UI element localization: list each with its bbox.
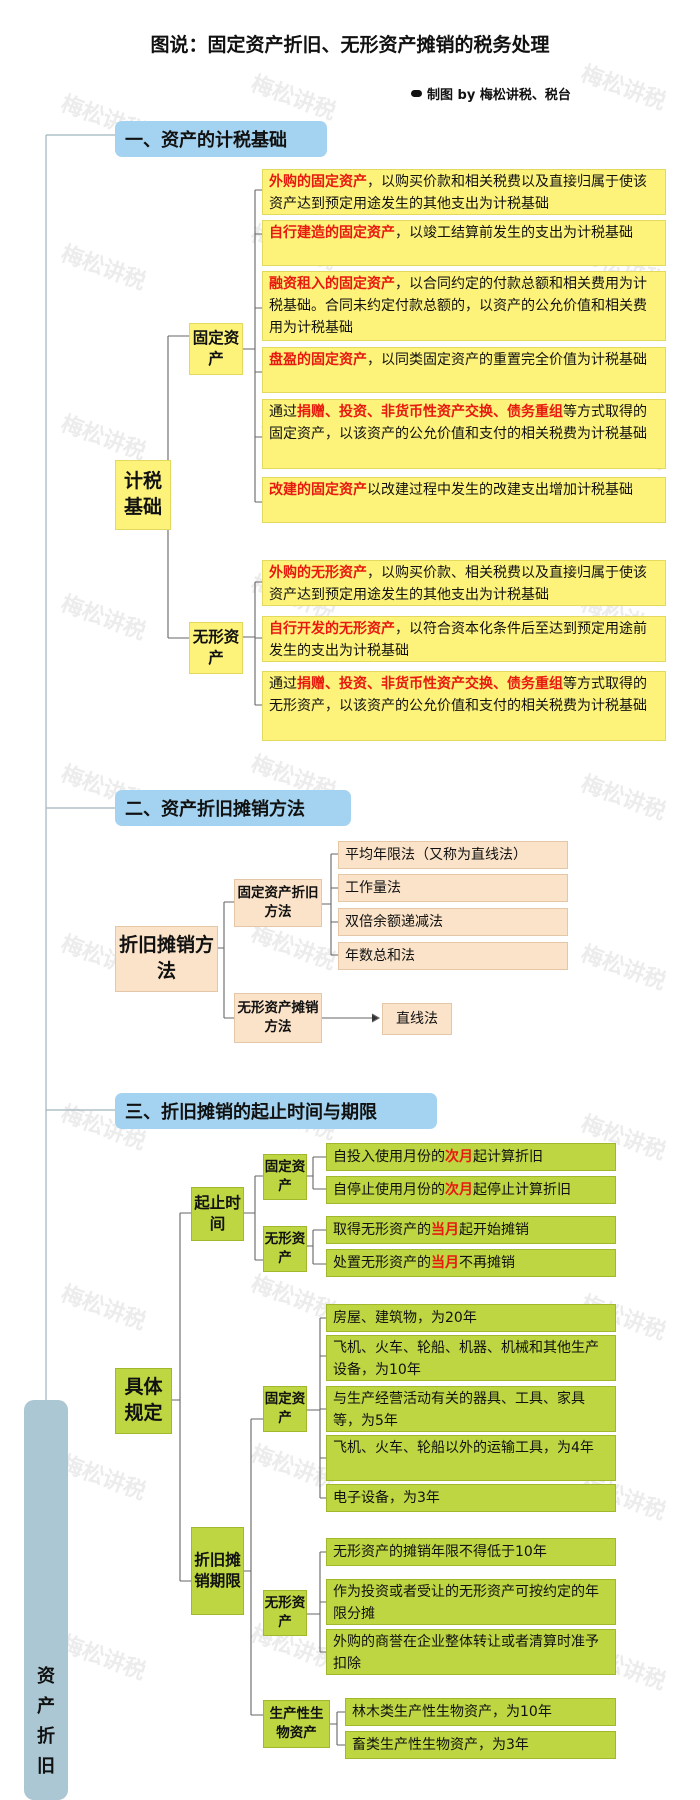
leaf-period-fixed-2: 飞机、火车、轮船、机器、机械和其他生产设备，为10年	[326, 1335, 616, 1381]
leaf-period-intangible-1: 无形资产的摊销年限不得低于10年	[326, 1538, 616, 1566]
vertical-label-text: 资产折旧	[24, 1400, 68, 1782]
node-fixed-depreciation-methods: 固定资产折旧方法	[234, 879, 322, 927]
node-fixed-assets: 固定资产	[189, 323, 243, 375]
node-specific-rules: 具体规定	[115, 1368, 172, 1434]
node-tax-basis: 计税基础	[115, 460, 171, 530]
leaf-period-bio-2: 畜类生产性生物资产，为3年	[345, 1731, 616, 1759]
node-depreciation-period: 折旧摊销期限	[191, 1527, 244, 1615]
leaf-period-intangible-2: 作为投资或者受让的无形资产可按约定的年限分摊	[326, 1579, 616, 1625]
node-time-fixed-assets: 固定资产	[263, 1154, 307, 1200]
leaf-period-fixed-5: 电子设备，为3年	[326, 1484, 616, 1512]
method-straight-line: 直线法	[382, 1003, 452, 1035]
node-depreciation-methods: 折旧摊销方法	[115, 926, 218, 992]
leaf-period-fixed-3: 与生产经营活动有关的器具、工具、家具等，为5年	[326, 1386, 616, 1432]
leaf-period-intangible-3: 外购的商誉在企业整体转让或者清算时准予扣除	[326, 1629, 616, 1675]
section-header-2: 二、资产折旧摊销方法	[115, 790, 351, 826]
method-straight-line-average: 平均年限法（又称为直线法）	[338, 841, 568, 869]
leaf-period-fixed-4: 飞机、火车、轮船以外的运输工具，为4年	[326, 1435, 616, 1481]
leaf-intangible-basis-3: 通过捐赠、投资、非货币性资产交换、债务重组等方式取得的无形资产，以该资产的公允价…	[262, 671, 666, 741]
leaf-fixed-basis-2: 自行建造的固定资产，以竣工结算前发生的支出为计税基础	[262, 220, 666, 266]
node-period-intangible-assets: 无形资产	[263, 1590, 307, 1636]
leaf-time-fixed-2: 自停止使用月份的次月起停止计算折旧	[326, 1176, 616, 1204]
node-time-intangible-assets: 无形资产	[263, 1226, 307, 1272]
vertical-label-char: 产	[37, 1696, 55, 1717]
credit-text: 制图 by 梅松讲税、税台	[427, 88, 571, 103]
leaf-time-intangible-2: 处置无形资产的当月不再摊销	[326, 1249, 616, 1277]
leaf-period-bio-1: 林木类生产性生物资产，为10年	[345, 1698, 616, 1726]
node-intangible-amortization-methods: 无形资产摊销方法	[234, 993, 322, 1043]
vertical-label-char: 旧	[37, 1756, 55, 1777]
method-double-declining: 双倍余额递减法	[338, 908, 568, 936]
leaf-time-fixed-1: 自投入使用月份的次月起计算折旧	[326, 1143, 616, 1171]
node-productive-bio-assets: 生产性生物资产	[263, 1700, 330, 1748]
node-intangible-assets: 无形资产	[189, 622, 243, 674]
section-header-1: 一、资产的计税基础	[115, 121, 327, 157]
leaf-fixed-basis-4: 盘盈的固定资产，以同类固定资产的重置完全价值为计税基础	[262, 347, 666, 393]
leaf-intangible-basis-1: 外购的无形资产，以购买价款、相关税费以及直接归属于使该资产达到预定用途发生的其他…	[262, 560, 666, 606]
bullet-dot	[411, 90, 422, 97]
leaf-fixed-basis-5: 通过捐赠、投资、非货币性资产交换、债务重组等方式取得的固定资产，以该资产的公允价…	[262, 399, 666, 469]
vertical-label-bar: 资产折旧	[24, 1400, 68, 1800]
leaf-fixed-basis-1: 外购的固定资产，以购买价款和相关税费以及直接归属于使该资产达到预定用途发生的其他…	[262, 169, 666, 215]
node-start-stop-time: 起止时间	[191, 1187, 244, 1241]
leaf-intangible-basis-2: 自行开发的无形资产，以符合资本化条件后至达到预定用途前发生的支出为计税基础	[262, 616, 666, 662]
leaf-fixed-basis-6: 改建的固定资产以改建过程中发生的改建支出增加计税基础	[262, 477, 666, 523]
method-sum-of-years: 年数总和法	[338, 942, 568, 970]
vertical-label-char: 资	[37, 1666, 55, 1687]
leaf-period-fixed-1: 房屋、建筑物，为20年	[326, 1304, 616, 1332]
node-period-fixed-assets: 固定资产	[263, 1386, 307, 1432]
method-units-of-production: 工作量法	[338, 874, 568, 902]
vertical-label-char: 折	[37, 1726, 55, 1747]
section-header-3: 三、折旧摊销的起止时间与期限	[115, 1093, 437, 1129]
leaf-time-intangible-1: 取得无形资产的当月起开始摊销	[326, 1216, 616, 1244]
leaf-fixed-basis-3: 融资租入的固定资产，以合同约定的付款总额和相关费用为计税基础。合同未约定付款总额…	[262, 271, 666, 341]
page-title: 图说：固定资产折旧、无形资产摊销的税务处理	[150, 34, 550, 56]
